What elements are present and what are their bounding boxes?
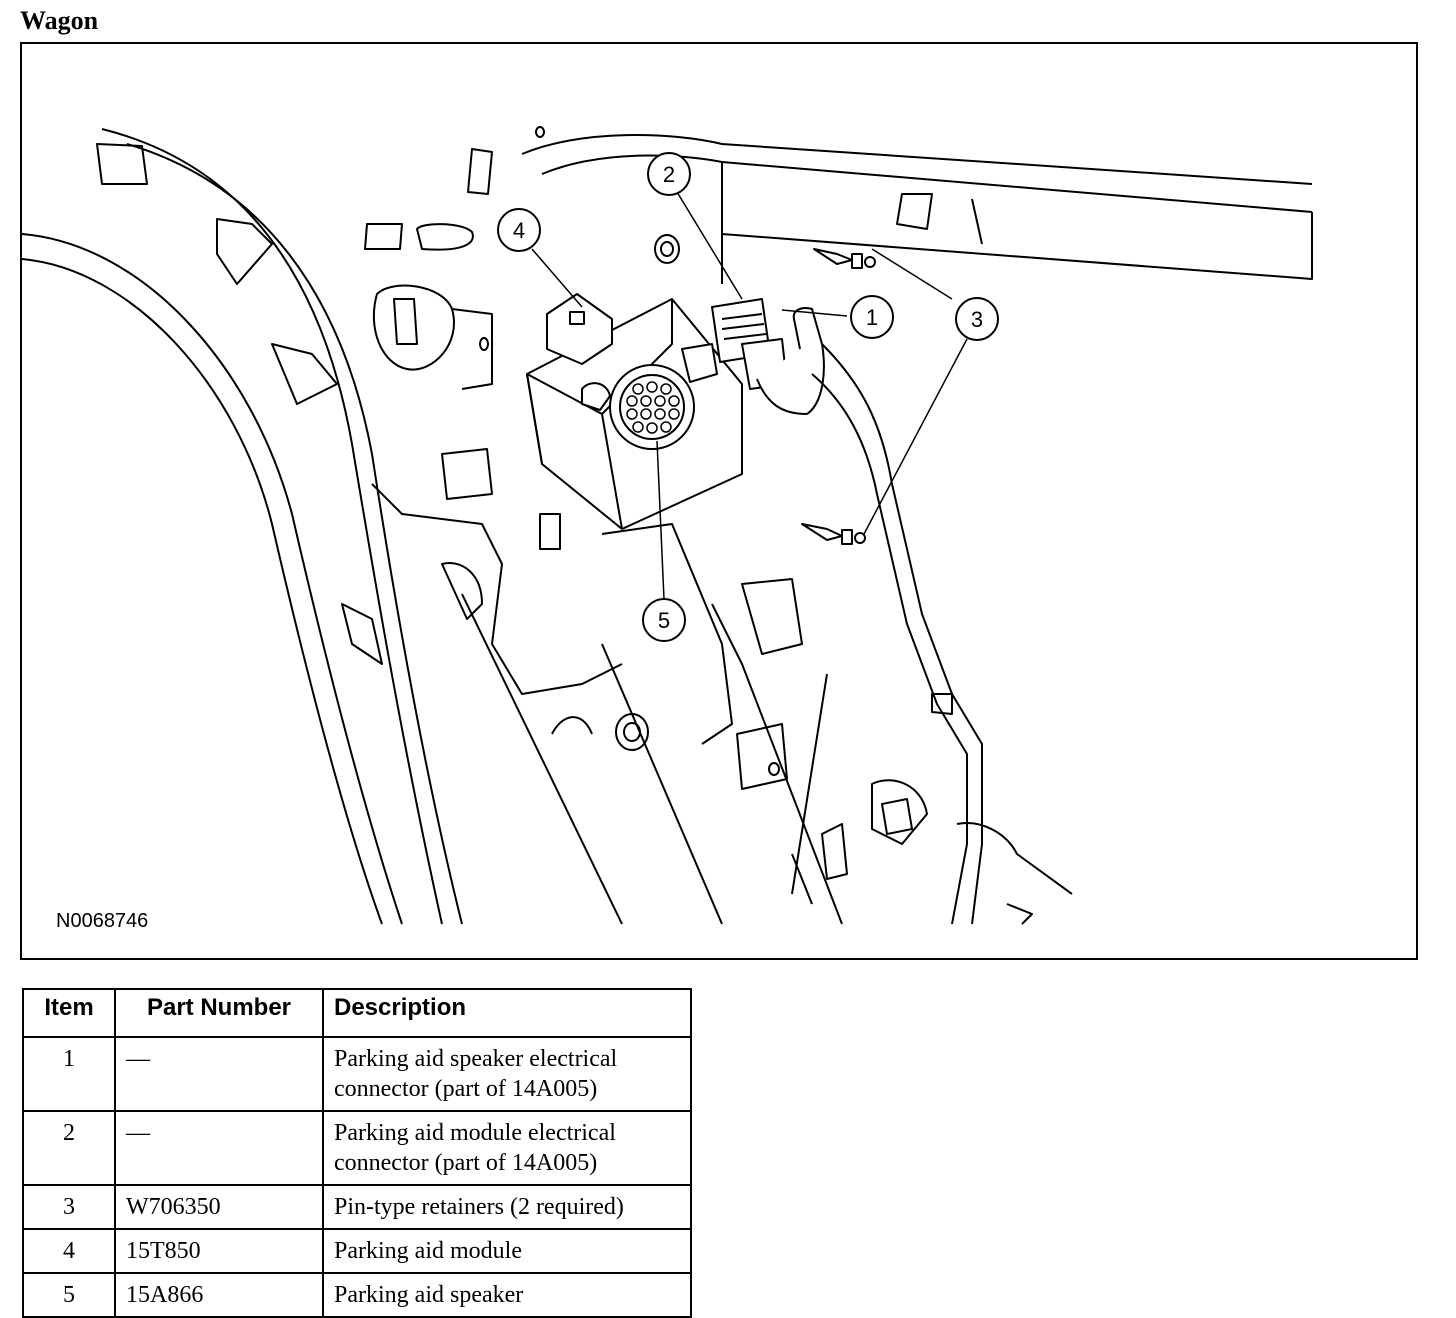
- callout-leaders: [531, 191, 968, 600]
- svg-text:1: 1: [866, 305, 878, 330]
- cell-part-number: 15A866: [114, 1272, 324, 1318]
- callout-3: 3: [955, 297, 999, 341]
- figure-id: N0068746: [56, 910, 149, 932]
- cell-part-number: —: [114, 1110, 324, 1186]
- cell-part-number: —: [114, 1036, 324, 1112]
- cell-description: Parking aid speaker: [322, 1272, 692, 1318]
- parts-table-header: Item Part Number Description: [22, 988, 692, 1038]
- callout-1: 1: [850, 295, 894, 339]
- header-part-number: Part Number: [114, 988, 324, 1038]
- page-title: Wagon: [20, 6, 99, 35]
- svg-text:3: 3: [971, 307, 983, 332]
- callout-5: 5: [642, 598, 686, 642]
- table-row: 5 15A866 Parking aid speaker: [22, 1272, 692, 1318]
- harness-connectors: [711, 298, 1073, 925]
- header-description: Description: [322, 988, 692, 1038]
- svg-text:2: 2: [663, 162, 675, 187]
- callout-2: 2: [647, 152, 691, 196]
- parts-table: Item Part Number Description 1 — Parking…: [22, 988, 692, 1318]
- cell-part-number: W706350: [114, 1184, 324, 1230]
- table-row: 4 15T850 Parking aid module: [22, 1228, 692, 1274]
- pillar-trim-outer: [101, 128, 443, 925]
- cell-item: 5: [22, 1272, 116, 1318]
- svg-text:5: 5: [658, 608, 670, 633]
- table-row: 1 — Parking aid speaker electrical conne…: [22, 1036, 692, 1112]
- pillar-trim-edge: [22, 233, 403, 925]
- pillar-trim-inner: [126, 143, 463, 925]
- table-row: 2 — Parking aid module electrical connec…: [22, 1110, 692, 1186]
- cell-item: 1: [22, 1036, 116, 1112]
- installation-illustration: 2 4 1 3 5: [22, 126, 1313, 925]
- cell-item: 2: [22, 1110, 116, 1186]
- cell-description: Parking aid module electrical connector …: [322, 1110, 692, 1186]
- cell-description: Parking aid module: [322, 1228, 692, 1274]
- cell-description: Parking aid speaker electrical connector…: [322, 1036, 692, 1112]
- callout-4: 4: [497, 208, 541, 252]
- roof-rail: [521, 134, 1313, 185]
- cell-item: 3: [22, 1184, 116, 1230]
- table-row: 3 W706350 Pin-type retainers (2 required…: [22, 1184, 692, 1230]
- figure-frame: 2 4 1 3 5 N0068746: [20, 42, 1418, 960]
- pin-retainers: [801, 248, 876, 545]
- cell-item: 4: [22, 1228, 116, 1274]
- parking-aid-module: [526, 293, 743, 530]
- pillar-trim-edge-2: [22, 258, 383, 925]
- cell-description: Pin-type retainers (2 required): [322, 1184, 692, 1230]
- cell-part-number: 15T850: [114, 1228, 324, 1274]
- header-item: Item: [22, 988, 116, 1038]
- svg-text:4: 4: [513, 218, 525, 243]
